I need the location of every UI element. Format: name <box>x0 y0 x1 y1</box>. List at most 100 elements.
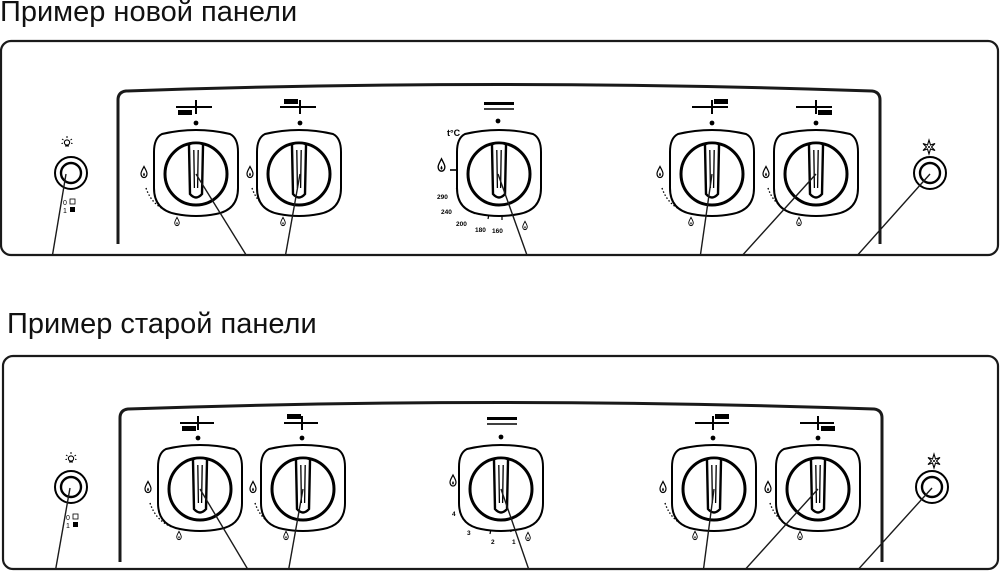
ignition-push-button[interactable] <box>912 155 948 191</box>
knob-index-dot <box>710 435 716 441</box>
burner-knob[interactable] <box>668 128 756 218</box>
oven-knob[interactable] <box>457 443 545 533</box>
spark-icon <box>922 139 936 155</box>
lamp-off-label: 0 <box>66 515 70 522</box>
flame-icon <box>762 165 770 179</box>
old-panel-heading: Пример старой панели <box>7 308 317 340</box>
knob-index-dot <box>813 120 819 126</box>
burner-knob[interactable] <box>259 443 347 533</box>
oven-thermostat-knob[interactable]: 4 3 2 1 <box>449 417 545 546</box>
burner-knob[interactable] <box>255 128 343 218</box>
burner-knob-front-left[interactable] <box>140 100 240 227</box>
burner-knob-front-right[interactable] <box>764 416 862 541</box>
old-panel: 0 1 <box>1 354 1000 571</box>
flame-icon <box>449 474 457 487</box>
oven-knob[interactable] <box>455 128 543 218</box>
flame-icon <box>144 480 152 494</box>
flame-icon <box>656 165 664 179</box>
knob-index-dot <box>815 435 821 441</box>
burner-rear-left-icon <box>280 100 316 114</box>
flame-icon <box>437 158 446 172</box>
burner-knob[interactable] <box>774 443 862 533</box>
oven-scale-label: 2 <box>491 539 495 546</box>
light-bulb-icon <box>60 135 74 147</box>
lamp-switch[interactable]: 0 1 <box>53 451 89 530</box>
flame-icon <box>246 165 254 179</box>
flame-icon <box>796 216 802 227</box>
burner-knob[interactable] <box>772 128 860 218</box>
oven-scale-label: 3 <box>467 530 471 537</box>
knob-index-dot <box>498 434 504 440</box>
knob-index-dot <box>299 435 305 441</box>
burner-knob[interactable] <box>156 443 244 533</box>
oven-scale-label: 160 <box>492 228 503 235</box>
oven-bottom-heat-icon <box>484 102 514 105</box>
new-panel-heading: Пример новой панели <box>0 0 298 28</box>
panel-frame <box>0 39 1000 257</box>
ignition-push-button[interactable] <box>914 469 950 505</box>
lamp-on-icon <box>70 207 75 212</box>
flame-icon <box>140 165 148 179</box>
callout-lines <box>51 173 931 255</box>
oven-scale-label: 1 <box>512 539 516 546</box>
lamp-on-icon <box>73 522 78 527</box>
flame-icon <box>176 530 182 541</box>
ignition-button[interactable] <box>912 139 948 191</box>
lamp-switch-button[interactable] <box>53 155 89 191</box>
knob-index-dot <box>495 118 501 124</box>
lamp-off-label: 0 <box>63 200 67 207</box>
oven-thermostat-knob[interactable]: t°C 290 240 200 180 160 <box>437 102 543 235</box>
oven-scale-label: 290 <box>437 194 448 201</box>
burner-front-right-icon <box>796 100 832 114</box>
knob-index-dot <box>195 435 201 441</box>
flame-icon <box>174 216 180 227</box>
burner-knob[interactable] <box>670 443 758 533</box>
lamp-on-label: 1 <box>66 523 70 530</box>
flame-icon <box>688 216 694 227</box>
flame-icon <box>764 480 772 494</box>
burner-knob-rear-right[interactable] <box>659 414 758 541</box>
burner-rear-left-icon <box>284 416 318 430</box>
flame-icon <box>283 530 289 541</box>
oven-scale-label: 180 <box>475 227 486 234</box>
control-fascia <box>116 83 882 244</box>
burner-knob-rear-left[interactable] <box>249 414 347 541</box>
knob-index-dot <box>297 120 303 126</box>
ignition-button[interactable] <box>914 453 950 505</box>
flame-icon <box>659 480 667 494</box>
flame-icon <box>525 531 531 542</box>
flame-icon <box>249 480 257 494</box>
lamp-on-label: 1 <box>63 208 67 215</box>
control-fascia <box>118 401 884 562</box>
oven-bottom-heat-icon <box>487 417 517 420</box>
oven-scale-label: 200 <box>456 221 467 228</box>
knob-index-dot <box>193 120 199 126</box>
burner-knob-front-left[interactable] <box>144 416 244 541</box>
burner-rear-right-icon <box>692 100 728 114</box>
lamp-switch[interactable]: 0 1 <box>53 135 89 215</box>
light-bulb-icon <box>64 451 78 463</box>
panel-frame <box>1 354 1000 571</box>
spark-icon <box>927 453 941 469</box>
new-panel: 0 1 <box>0 39 1000 257</box>
lamp-off-icon <box>69 198 76 205</box>
lamp-off-icon <box>72 513 79 520</box>
burner-front-left-icon <box>180 416 214 430</box>
burner-knob-rear-left[interactable] <box>246 99 343 227</box>
flame-icon <box>522 220 528 231</box>
flame-icon <box>692 530 698 541</box>
oven-scale-label: 4 <box>452 511 456 518</box>
lamp-switch-button[interactable] <box>53 469 89 505</box>
burner-knob-rear-right[interactable] <box>656 99 756 227</box>
burner-knob-front-right[interactable] <box>762 100 860 227</box>
knob-index-dot <box>709 120 715 126</box>
flame-icon <box>797 530 803 541</box>
burner-front-left-icon <box>176 100 212 114</box>
burner-front-right-icon <box>800 416 834 430</box>
burner-knob[interactable] <box>152 128 240 218</box>
burner-rear-right-icon <box>695 416 729 430</box>
oven-scale-label: 240 <box>441 209 452 216</box>
oven-temp-unit: t°C <box>447 128 461 138</box>
callout-lines <box>54 487 933 570</box>
